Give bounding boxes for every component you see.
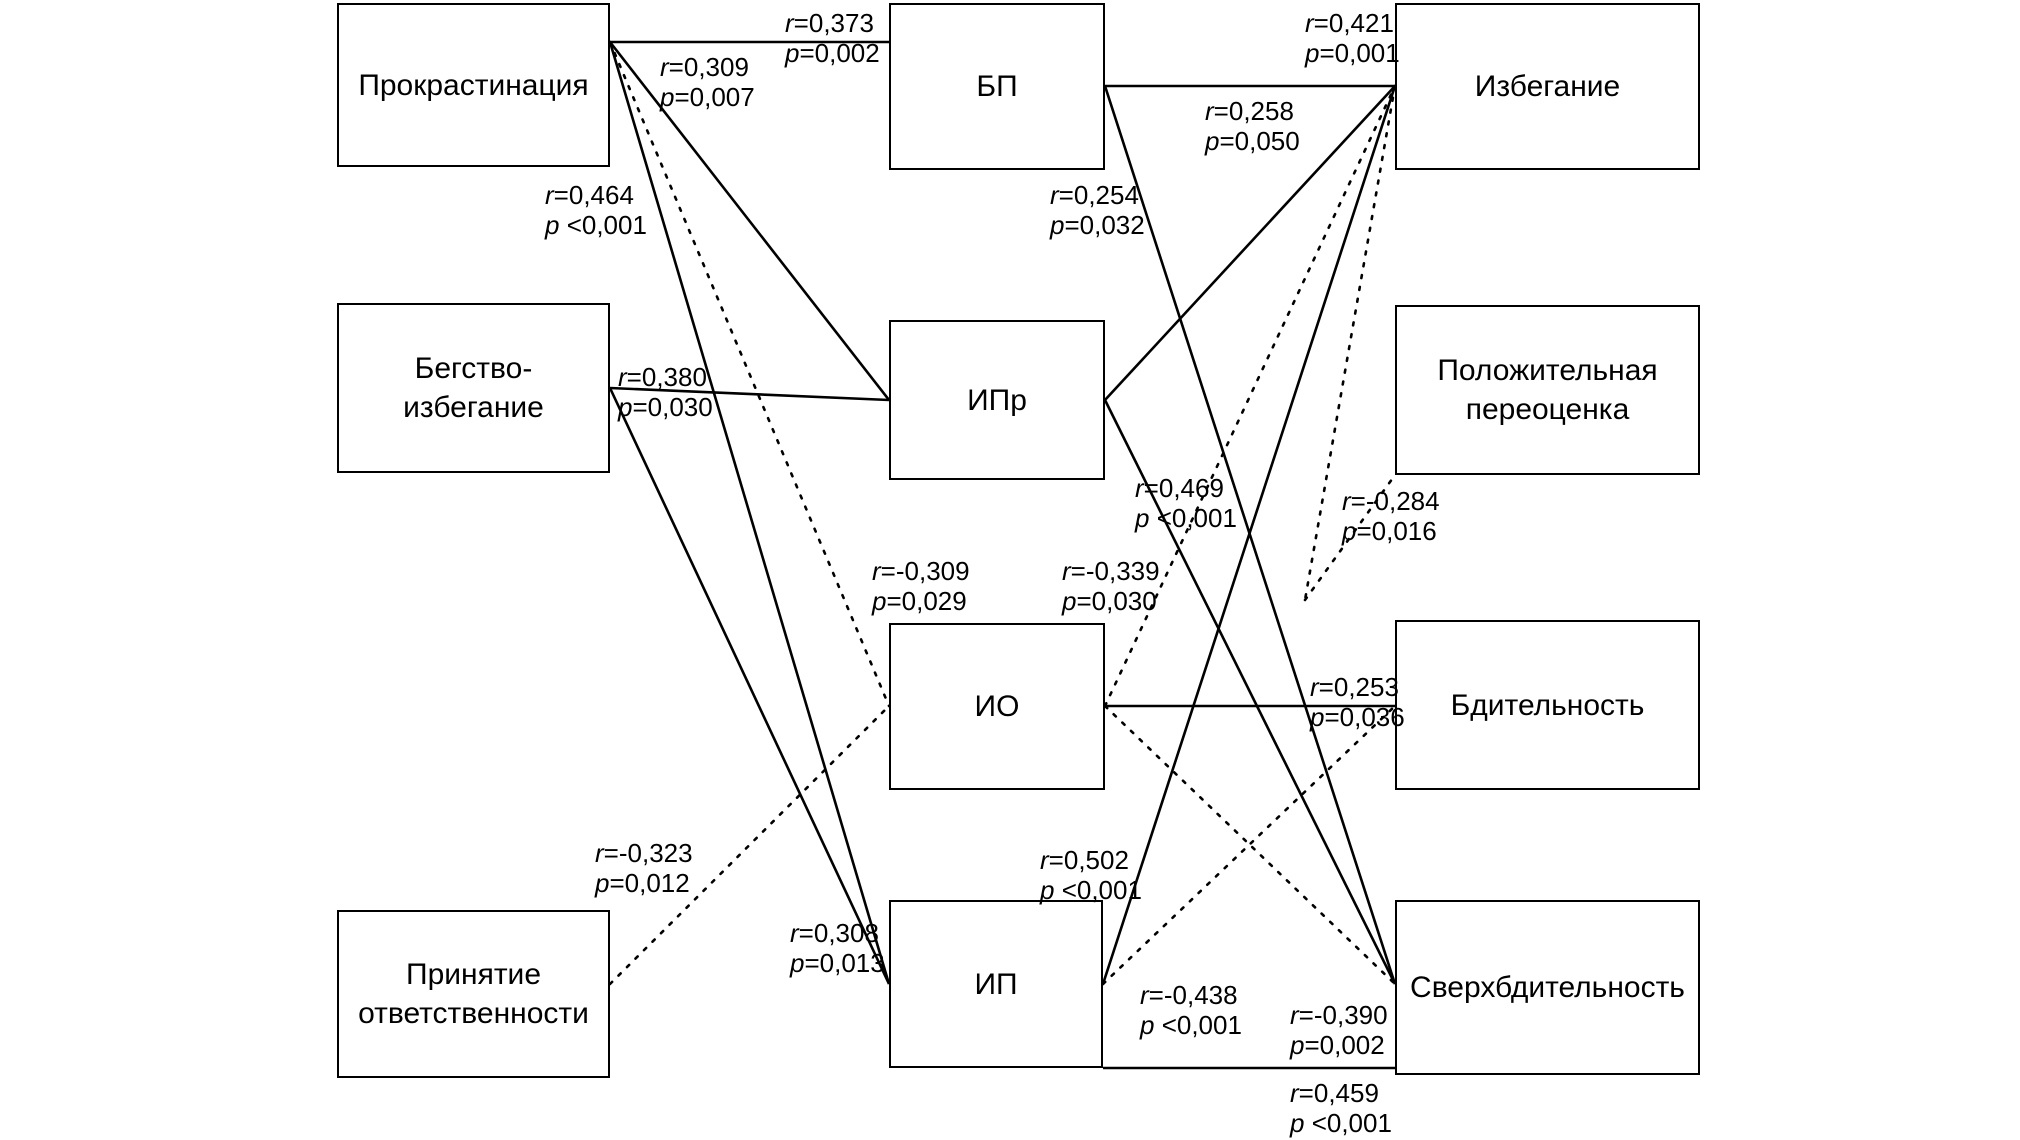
edge-p-value: p <0,001	[1290, 1108, 1392, 1139]
edge-r-value: r=-0,339	[1062, 556, 1160, 586]
edge-prokrastinaciya-ip	[608, 41, 891, 985]
edge-label-bp-izbeganie: r=0,421 p=0,001	[1305, 8, 1400, 68]
edge-p-value: p=0,013	[790, 948, 885, 979]
edge-p-value: p=0,002	[785, 38, 880, 69]
edge-p-value: p=0,036	[1310, 702, 1405, 733]
node-label: Избегание	[1474, 70, 1621, 103]
edge-r-value: r=-0,323	[595, 838, 693, 868]
node-label: Бдительность	[1450, 688, 1645, 722]
edge-begstvo-ip	[608, 387, 891, 985]
edge-prokrastinaciya-ipr	[608, 41, 891, 401]
node-sverhbditelnost[interactable]: Сверхбдительность	[1395, 900, 1700, 1075]
edge-label-ip-izbeganie: r=0,502 p <0,001	[1040, 845, 1142, 905]
edge-label-prokrastinaciya-io: r=-0,309 p=0,029	[872, 556, 970, 616]
edge-p-value: p=0,032	[1050, 210, 1145, 241]
edge-r-value: r=0,309	[660, 52, 749, 82]
edge-label-ipr-sverhbditelnost: r=0,469 p <0,001	[1135, 473, 1237, 533]
edge-r-value: r=-0,438	[1140, 980, 1238, 1010]
edge-prokrastinaciya-io	[608, 40, 891, 708]
edge-r-value: r=-0,284	[1342, 486, 1440, 516]
node-label-line1: Положительная	[1437, 354, 1658, 387]
node-io[interactable]: ИО	[889, 623, 1105, 790]
edge-label-bp-sverhbditelnost: r=0,254 p=0,032	[1050, 180, 1145, 240]
edge-p-value: p=0,001	[1305, 38, 1400, 69]
node-begstvo-izbeganie[interactable]: Бегство- избегание	[337, 303, 610, 473]
edge-p-value: p=0,007	[660, 82, 755, 113]
edge-p-value: p <0,001	[545, 210, 647, 241]
edge-io-sverhbditelnost	[1103, 704, 1397, 986]
edge-label-io-bditelnost: r=0,253 p=0,036	[1310, 672, 1405, 732]
node-label: ИПр	[967, 383, 1027, 417]
node-ipr[interactable]: ИПр	[889, 320, 1105, 480]
edge-r-value: r=0,469	[1135, 473, 1224, 503]
node-prokrastinaciya[interactable]: Прокрастинация	[337, 3, 610, 167]
node-label: ИО	[974, 690, 1020, 723]
node-label: Сверхбдительность	[1410, 971, 1685, 1004]
edge-r-value: r=0,502	[1040, 845, 1129, 875]
node-prinyatie-otvetstvennosti[interactable]: Принятие ответственности	[337, 910, 610, 1078]
edge-izbeganie-polozhitelnaya-2	[1303, 473, 1397, 602]
node-izbeganie[interactable]: Избегание	[1395, 3, 1700, 170]
edge-label-ipr-izbeganie: r=0,258 p=0,050	[1205, 96, 1300, 156]
node-ip[interactable]: ИП	[889, 900, 1103, 1068]
edge-label-begstvo-ipr: r=0,380 p=0,030	[618, 362, 713, 422]
edge-p-value: p <0,001	[1140, 1010, 1242, 1041]
edge-p-value: p <0,001	[1040, 875, 1142, 906]
edge-p-value: p=0,029	[872, 586, 967, 617]
edge-r-value: r=-0,309	[872, 556, 970, 586]
edge-label-prokrastinaciya-ipr: r=0,309 p=0,007	[660, 52, 755, 112]
edge-label-ip-bditelnost: r=-0,438 p <0,001	[1140, 980, 1242, 1040]
edge-r-value: r=0,373	[785, 8, 874, 38]
edge-label-io-sverhbditelnost: r=-0,390 p=0,002	[1290, 1000, 1388, 1060]
edge-p-value: p <0,001	[1135, 503, 1237, 534]
edge-r-value: r=0,253	[1310, 672, 1399, 702]
node-label-line1: Бегство-	[414, 352, 533, 385]
edge-label-prinyatie-io: r=-0,323 p=0,012	[595, 838, 693, 898]
node-label-line2: переоценка	[1465, 393, 1630, 426]
edge-p-value: p=0,012	[595, 868, 690, 899]
edge-p-value: p=0,030	[618, 392, 713, 423]
edge-label-begstvo-ip: r=0,308 p=0,013	[790, 918, 885, 978]
edge-label-io-izbeganie: r=-0,339 p=0,030	[1062, 556, 1160, 616]
node-label-line1: Принятие	[406, 958, 541, 991]
edge-p-value: p=0,002	[1290, 1030, 1385, 1061]
node-label: Прокрастинация	[358, 68, 589, 102]
edge-label-prokrastinaciya-bp: r=0,373 p=0,002	[785, 8, 880, 68]
edge-r-value: r=0,380	[618, 362, 707, 392]
edge-begstvo-ipr	[609, 386, 890, 402]
edge-ip-bditelnost	[1101, 704, 1397, 986]
node-bditelnost[interactable]: Бдительность	[1395, 620, 1700, 790]
node-bp[interactable]: БП	[889, 3, 1105, 170]
edge-label-prokrastinaciya-ip: r=0,464 p <0,001	[545, 180, 647, 240]
node-label: ИП	[974, 967, 1018, 1001]
edge-p-value: p=0,050	[1205, 126, 1300, 157]
edge-r-value: r=0,254	[1050, 180, 1139, 210]
edge-ipr-izbeganie	[1104, 85, 1396, 401]
edge-ipr-sverhbditelnost	[1103, 399, 1397, 985]
edge-r-value: r=0,421	[1305, 8, 1394, 38]
edge-p-value: p=0,016	[1342, 516, 1437, 547]
edge-ip-izbeganie	[1101, 85, 1397, 985]
edge-label-ip-sverhbditelnost: r=0,459 p <0,001	[1290, 1078, 1392, 1138]
edge-r-value: r=-0,390	[1290, 1000, 1388, 1030]
node-label-line2: избегание	[403, 391, 544, 424]
edge-r-value: r=0,258	[1205, 96, 1294, 126]
edge-izbeganie-polozhitelnaya	[1303, 84, 1397, 602]
edge-r-value: r=0,308	[790, 918, 879, 948]
edge-r-value: r=0,459	[1290, 1078, 1379, 1108]
edge-p-value: p=0,030	[1062, 586, 1157, 617]
node-polozhitelnaya-pereocenka[interactable]: Положительная переоценка	[1395, 305, 1700, 475]
edge-prinyatie-io	[608, 704, 891, 986]
node-label: БП	[976, 70, 1018, 103]
node-label-line2: ответственности	[358, 997, 589, 1030]
edge-r-value: r=0,464	[545, 180, 634, 210]
edge-label-izbeganie-polozhitelnaya: r=-0,284 p=0,016	[1342, 486, 1440, 546]
